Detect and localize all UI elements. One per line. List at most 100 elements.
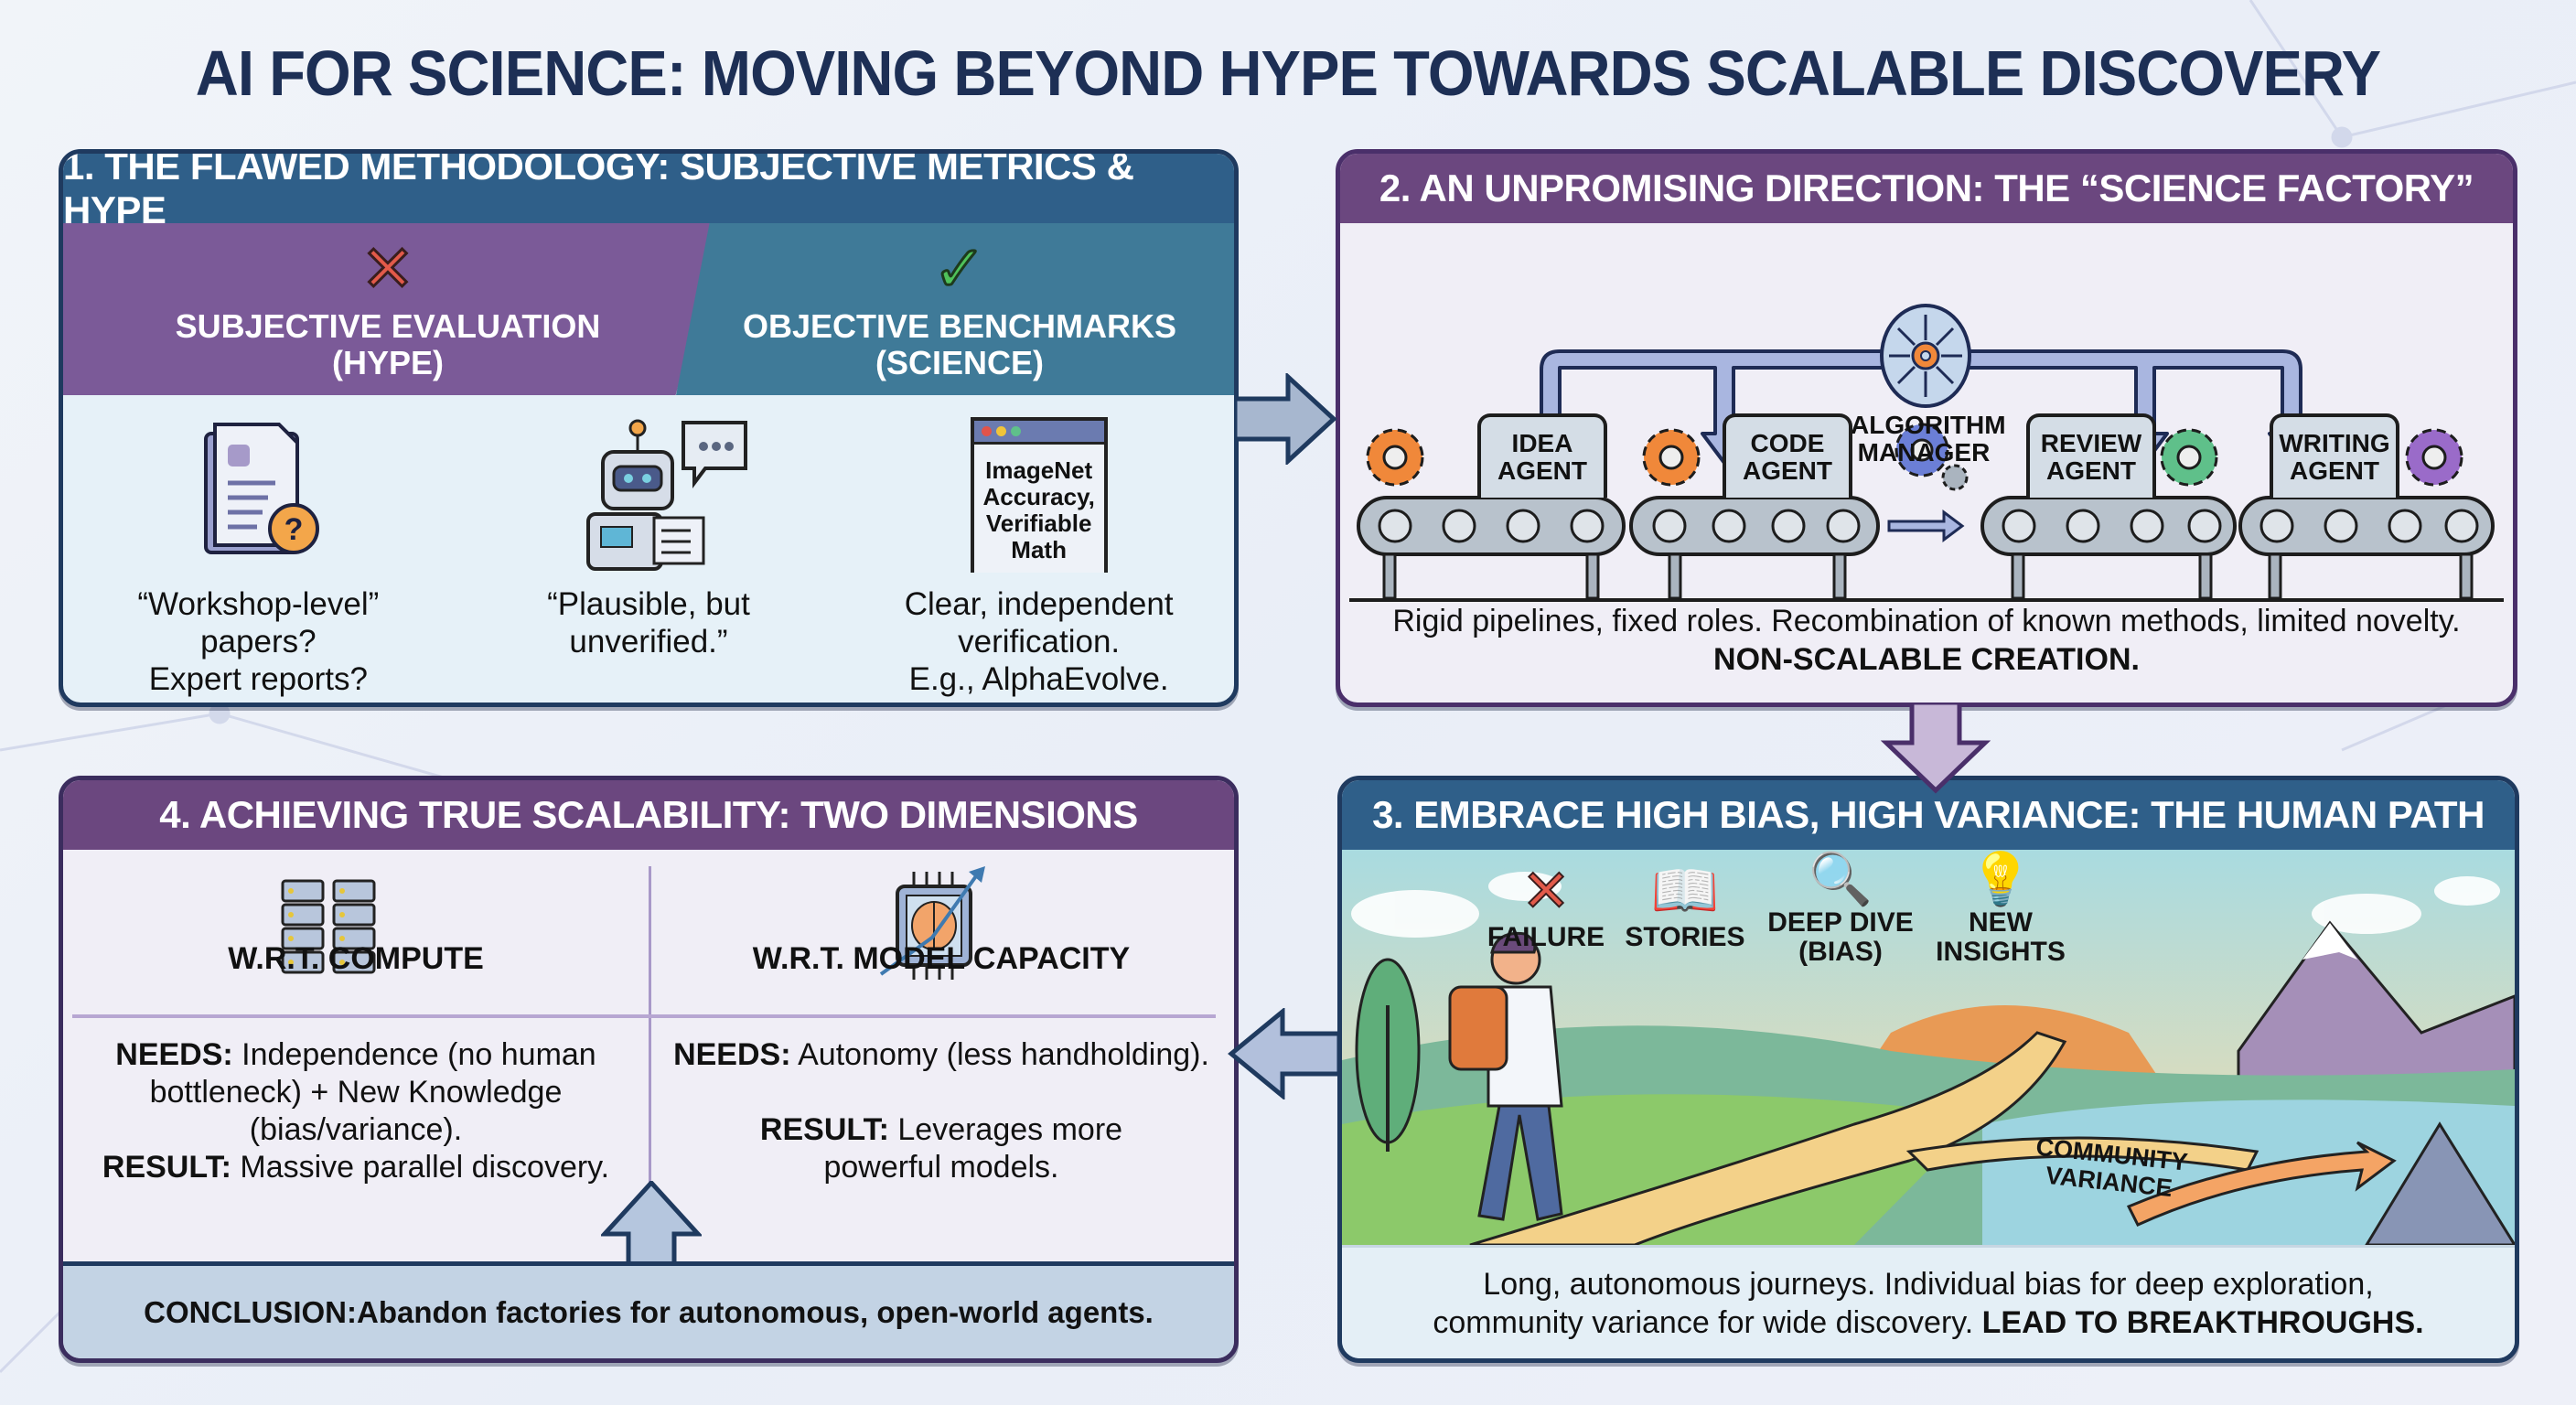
subjective-title: SUBJECTIVE EVALUATION xyxy=(175,307,601,345)
result-text: Leverages more xyxy=(888,1112,1123,1147)
page-title: AI FOR SCIENCE: MOVING BEYOND HYPE TOWAR… xyxy=(195,38,2381,109)
window-dot-green xyxy=(1010,426,1021,436)
caption-line: “Workshop-level” papers? xyxy=(137,586,380,660)
caption-line: “Plausible, but xyxy=(547,586,750,622)
factory-caption-text: Rigid pipelines, fixed roles. Recombinat… xyxy=(1392,604,2461,638)
compute-title: W.R.T. COMPUTE xyxy=(228,941,484,976)
panel-header: 4. ACHIEVING TRUE SCALABILITY: TWO DIMEN… xyxy=(63,780,1234,850)
caption-line: verification. xyxy=(958,624,1121,660)
label-text: INSIGHTS xyxy=(1936,937,2066,967)
left-arrow-icon xyxy=(1228,1008,1342,1099)
subjective-evaluation-column: ✕ SUBJECTIVE EVALUATION (HYPE) xyxy=(118,223,658,395)
example-benchmarks: ImageNet Accuracy, Verifiable Math Clear… xyxy=(865,417,1213,702)
scientist-hiker-figure xyxy=(1448,931,1563,1221)
agent-label: AGENT xyxy=(1743,456,1832,485)
human-path-caption: Long, autonomous journeys. Individual bi… xyxy=(1342,1245,2515,1358)
book-icon: 📖 xyxy=(1650,860,1720,921)
needs-text: Autonomy (less handholding). xyxy=(790,1037,1209,1072)
window-dot-red xyxy=(981,426,992,436)
algorithm-manager-icon xyxy=(1880,304,1971,408)
needs-label: NEEDS: xyxy=(115,1037,233,1072)
gear-icons xyxy=(1366,423,2463,491)
needs-text: (bias/variance). xyxy=(249,1112,463,1147)
label-text: NEW xyxy=(1969,907,2033,938)
algorithm-manager-label: ALGORITHM MANAGER xyxy=(1851,411,2006,467)
needs-text: bottleneck) + New Knowledge xyxy=(149,1075,563,1110)
document-question-icon: ? xyxy=(204,423,320,554)
column-divider xyxy=(649,866,651,1186)
caption-bold: LEAD TO BREAKTHROUGHS. xyxy=(1981,1304,2424,1340)
caption-line: community variance for wide discovery. xyxy=(1433,1304,1974,1340)
label-text: DEEP DIVE xyxy=(1767,907,1914,938)
needs-label: NEEDS: xyxy=(673,1037,791,1072)
panel-flawed-methodology: 1. THE FLAWED METHODOLOGY: SUBJECTIVE ME… xyxy=(59,149,1239,707)
row-divider xyxy=(72,1014,1216,1018)
panel-true-scalability: 4. ACHIEVING TRUE SCALABILITY: TWO DIMEN… xyxy=(59,776,1239,1363)
caption-line: unverified.” xyxy=(569,624,728,660)
result-label: RESULT: xyxy=(102,1150,231,1185)
label-text: (BIAS) xyxy=(1798,937,1883,967)
result-label: RESULT: xyxy=(759,1112,889,1147)
label-text: STORIES xyxy=(1625,922,1745,952)
stories-label: 📖 STORIES xyxy=(1616,859,1754,952)
community-variance-arrow xyxy=(2126,1141,2397,1227)
conclusion-bar: CONCLUSION: Abandon factories for autono… xyxy=(63,1261,1234,1358)
result-text: powerful models. xyxy=(823,1150,1059,1185)
conclusion-label: CONCLUSION: xyxy=(144,1294,357,1329)
panel-header: 3. EMBRACE HIGH BIAS, HIGH VARIANCE: THE… xyxy=(1342,780,2515,850)
window-line: Math xyxy=(1011,536,1067,563)
magnifier-icon: 🔍 xyxy=(1809,850,1873,907)
window-line: Verifiable xyxy=(985,509,1092,537)
caption-line: Long, autonomous journeys. Individual bi… xyxy=(1483,1266,2374,1302)
caption-line: Clear, independent xyxy=(904,586,1174,622)
cross-icon: ✕ xyxy=(1520,858,1572,924)
window-dot-yellow xyxy=(995,426,1006,436)
cross-icon: ✕ xyxy=(360,233,416,305)
backpack-icon xyxy=(1448,985,1508,1071)
down-arrow-icon xyxy=(1881,702,1991,794)
agent-label: AGENT xyxy=(1497,456,1587,485)
subjective-subtitle: (HYPE) xyxy=(331,344,444,381)
robot-chat-icon xyxy=(585,419,747,571)
model-capacity-title: W.R.T. MODEL CAPACITY xyxy=(752,941,1131,976)
caption-line: Undefined, unreliable. xyxy=(84,698,432,702)
objective-title: OBJECTIVE BENCHMARKS xyxy=(742,307,1177,345)
hype-vs-science-banner: ✕ SUBJECTIVE EVALUATION (HYPE) ✓ OBJECTI… xyxy=(63,223,1234,395)
manager-label-line: ALGORITHM xyxy=(1851,411,2006,439)
agent-label: AGENT xyxy=(2290,456,2379,485)
model-capacity-details: NEEDS: Autonomy (less handholding). RESU… xyxy=(649,1036,1234,1186)
panel-header: 1. THE FLAWED METHODOLOGY: SUBJECTIVE ME… xyxy=(63,154,1234,231)
example-robot: “Plausible, but unverified.” xyxy=(475,417,822,702)
agent-label: IDEA xyxy=(1511,429,1573,457)
window-line: Accuracy, xyxy=(982,483,1095,510)
svg-text:?: ? xyxy=(284,512,304,547)
caption-line: Expert reports? xyxy=(148,661,368,697)
landscape-illustration xyxy=(1342,850,2515,1245)
panel-header: 2. AN UNPROMISING DIRECTION: THE “SCIENC… xyxy=(1340,154,2513,223)
conclusion-text: Abandon factories for autonomous, open-w… xyxy=(356,1294,1154,1329)
deep-dive-label: 🔍 DEEP DIVE (BIAS) xyxy=(1763,850,1918,967)
human-path-scene: ✕ FAILURE 📖 STORIES 🔍 DEEP DIVE (BIAS) 💡… xyxy=(1342,850,2515,1245)
objective-subtitle: (SCIENCE) xyxy=(875,344,1044,381)
failure-label: ✕ FAILURE xyxy=(1477,858,1615,952)
papers-caption: “Workshop-level” papers? Expert reports?… xyxy=(84,585,432,702)
right-arrow-icon xyxy=(1235,373,1337,465)
browser-window-icon: ImageNet Accuracy, Verifiable Math xyxy=(970,417,1108,573)
factory-caption: Rigid pipelines, fixed roles. Recombinat… xyxy=(1340,602,2513,679)
robot-caption: “Plausible, but unverified.” xyxy=(547,585,750,660)
benchmarks-caption: Clear, independent verification. E.g., A… xyxy=(905,585,1174,698)
example-papers: ? “Workshop-level” papers? Expert report… xyxy=(84,417,432,702)
lightbulb-icon: 💡 xyxy=(1969,850,2033,907)
scalability-dimensions: W.R.T. COMPUTE W.R.T. MODEL CAPACITY NEE… xyxy=(63,850,1234,1266)
hype-section xyxy=(63,223,722,395)
agent-label: REVIEW xyxy=(2040,429,2142,457)
objective-benchmarks-column: ✓ OBJECTIVE BENCHMARKS (SCIENCE) xyxy=(703,223,1216,395)
needs-text: Independence (no human xyxy=(232,1037,596,1072)
caption-line: E.g., AlphaEvolve. xyxy=(908,661,1169,697)
window-text: ImageNet Accuracy, Verifiable Math xyxy=(974,445,1104,563)
window-titlebar xyxy=(973,421,1104,445)
methodology-examples: ? “Workshop-level” papers? Expert report… xyxy=(63,395,1234,702)
